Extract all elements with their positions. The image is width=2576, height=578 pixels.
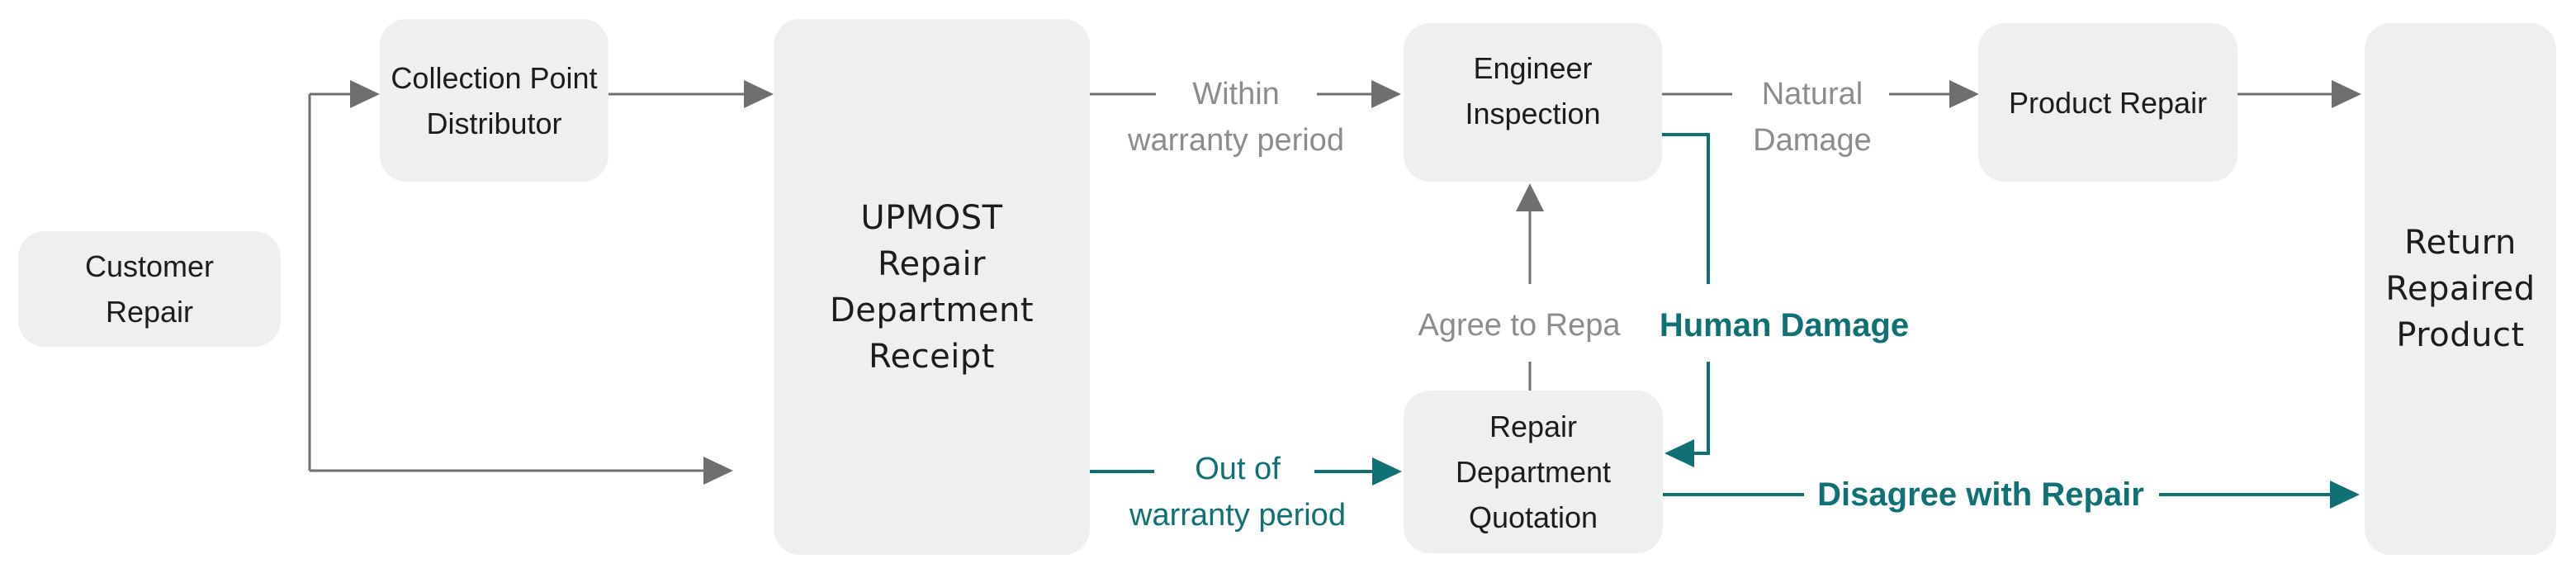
arrowhead-to-engineer bbox=[1371, 80, 1401, 108]
node-repair-department-quotation: Repair Department Quotation bbox=[1404, 391, 1663, 553]
node-product-repair: Product Repair bbox=[1978, 23, 2237, 182]
human-elbow-lower bbox=[1694, 362, 1710, 455]
edge-human-damage bbox=[1662, 133, 1710, 467]
arrowhead-to-collection-point bbox=[350, 80, 380, 108]
label-within-warranty-period: Within warranty period bbox=[1128, 77, 1344, 158]
node-upmost-repair-department-receipt: UPMOST Repair Department Receipt bbox=[774, 19, 1090, 555]
arrowhead-to-product-repair bbox=[1949, 80, 1979, 108]
arrowhead-to-upmost bbox=[744, 80, 774, 108]
label-natural-damage: Natural Damage bbox=[1753, 77, 1872, 158]
arrowhead-to-engineer-bottom bbox=[1516, 183, 1544, 211]
edge-out-of-warranty bbox=[1090, 457, 1402, 486]
edge-customer-branch bbox=[308, 80, 733, 485]
node-customer-repair: Customer Repair bbox=[18, 231, 281, 347]
arrowhead-to-upmost-bottom bbox=[703, 457, 733, 485]
edge-disagree-with-repair bbox=[1663, 481, 2360, 509]
node-return-repaired-product: Return Repaired Product bbox=[2365, 23, 2556, 555]
node-collection-point-distributor: Collection Point Distributor bbox=[380, 19, 608, 182]
edge-natural-damage bbox=[1662, 80, 1979, 108]
arrowhead-to-return-top bbox=[2332, 80, 2361, 108]
edge-collection-to-upmost bbox=[608, 80, 774, 108]
human-elbow-upper bbox=[1662, 133, 1710, 284]
label-out-of-warranty-period: Out of warranty period bbox=[1129, 452, 1346, 533]
arrowhead-to-quotation-right bbox=[1664, 439, 1694, 467]
label-disagree-with-repair: Disagree with Repair bbox=[1817, 476, 2144, 513]
edge-within-warranty bbox=[1090, 80, 1401, 108]
node-engineer-inspection: Engineer Inspection bbox=[1404, 23, 1662, 182]
edge-product-to-return bbox=[2237, 80, 2361, 108]
arrowhead-to-quotation bbox=[1372, 457, 1402, 486]
label-agree-to-repair: Agree to Repa bbox=[1418, 308, 1621, 343]
arrowhead-to-return-bottom bbox=[2330, 481, 2360, 509]
edge-agree-to-repair bbox=[1516, 183, 1544, 391]
label-human-damage: Human Damage bbox=[1659, 307, 1910, 343]
